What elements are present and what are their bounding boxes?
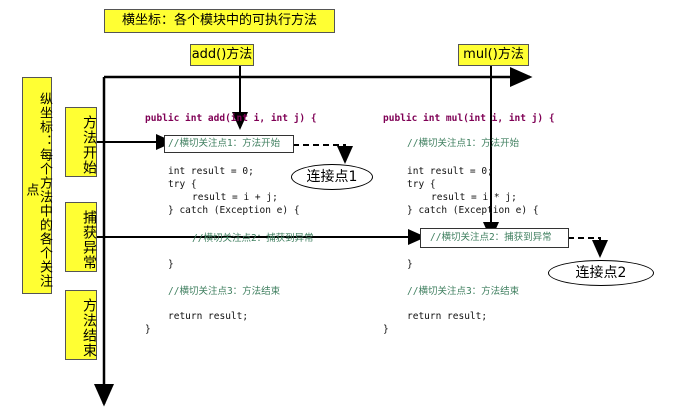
method-label-add: add()方法 <box>190 44 254 66</box>
mul-line-catch: } catch (Exception e) { <box>407 205 539 216</box>
add-line-calc: result = i + j; <box>192 192 278 203</box>
add-line-try: try { <box>168 179 197 190</box>
mul-line-calc: result = i * j; <box>431 192 517 203</box>
join-point-1: 连接点1 <box>291 164 373 190</box>
mul-line-try: try { <box>407 179 436 190</box>
mul-signature: public int mul(int i, int j) { <box>383 113 555 124</box>
add-line-close1: } <box>168 259 174 270</box>
concern-label-exception: 捕获异常 <box>65 202 97 272</box>
mul-line-return: return result; <box>407 311 488 322</box>
add-signature: public int add(int i, int j) { <box>145 113 317 124</box>
mul-comment-end: //横切关注点3：方法结束 <box>407 286 520 297</box>
join-point-2: 连接点2 <box>548 260 654 286</box>
add-comment-start: //横切关注点1：方法开始 <box>168 138 281 149</box>
mul-concern-exception-box <box>420 228 569 248</box>
add-comment-exception: //横切关注点2：捕获到异常 <box>192 233 314 244</box>
method-label-mul: mul()方法 <box>458 44 529 66</box>
add-line-catch: } catch (Exception e) { <box>168 205 300 216</box>
join-point-2-dashed-arrow <box>568 237 608 258</box>
mul-line-result: int result = 0; <box>407 166 493 177</box>
concern-label-start: 方法开始 <box>65 107 97 177</box>
add-comment-end: //横切关注点3：方法结束 <box>168 286 281 297</box>
add-line-close2: } <box>145 324 151 335</box>
mul-line-close2: } <box>383 324 389 335</box>
mul-comment-start: //横切关注点1：方法开始 <box>407 138 520 149</box>
join-point-1-dashed-arrow <box>293 144 353 164</box>
add-line-result: int result = 0; <box>168 166 254 177</box>
concern-label-end: 方法结束 <box>65 290 97 360</box>
add-concern-start-box <box>164 135 294 153</box>
mul-comment-exception: //横切关注点2：捕获到异常 <box>430 232 552 243</box>
mul-line-close1: } <box>407 259 413 270</box>
add-line-return: return result; <box>168 311 249 322</box>
y-axis-title: 纵坐标：每个方法中的各个关注点 <box>22 77 52 294</box>
x-axis-title: 横坐标：各个模块中的可执行方法 <box>104 9 335 33</box>
